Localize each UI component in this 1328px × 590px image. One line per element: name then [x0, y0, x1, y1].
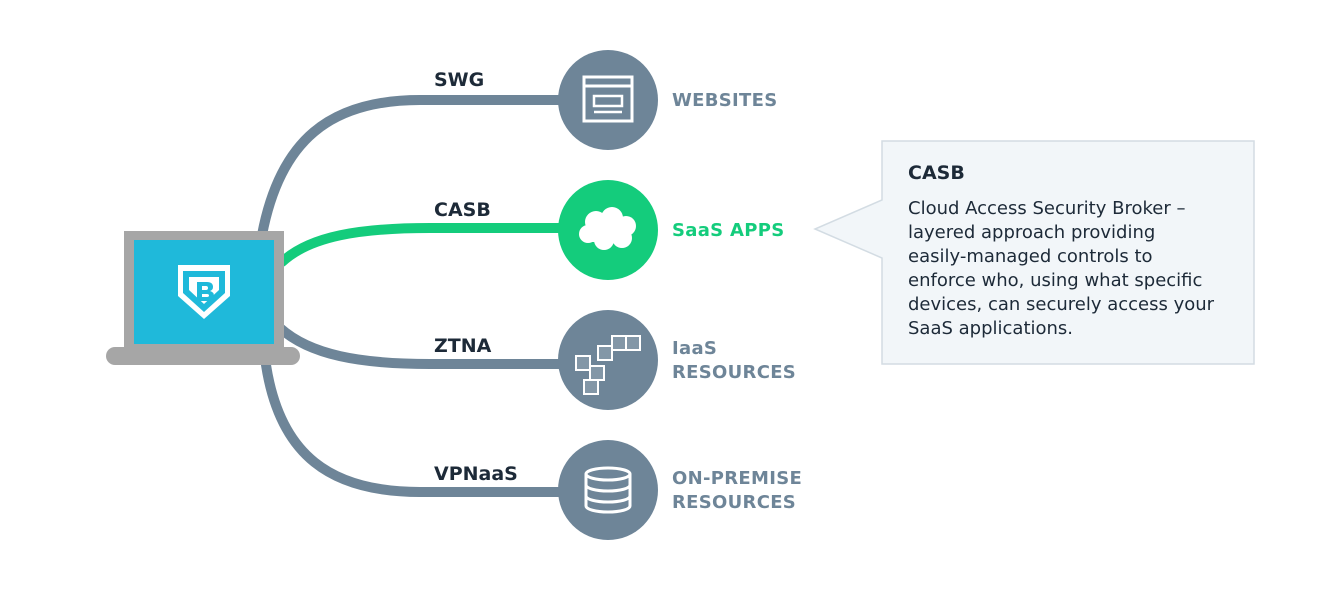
- browser-window-icon: [582, 75, 634, 123]
- callout-body-line-1: Cloud Access Security Broker –: [908, 198, 1185, 219]
- destination-label-iaas-line2: RESOURCES: [672, 362, 796, 383]
- cubes-icon: [575, 335, 641, 395]
- connector-vpnaas: [261, 360, 565, 497]
- node-saas-apps: [558, 180, 658, 280]
- connectors: [257, 95, 565, 497]
- callout-body-line-3: easily-managed controls to: [908, 246, 1153, 267]
- callout-body-line-5: devices, can securely access your: [908, 294, 1215, 315]
- callout-box: CASB Cloud Access Security Broker – laye…: [813, 140, 1255, 365]
- destination-label-iaas-line1: IaaS: [672, 338, 717, 359]
- connector-casb: [277, 223, 565, 267]
- destination-labels: WEBSITES SaaS APPS IaaS RESOURCES ON-PRE…: [672, 90, 802, 513]
- node-circle-websites: [558, 50, 658, 150]
- callout-body-line-6: SaaS applications.: [908, 318, 1073, 339]
- destination-label-websites: WEBSITES: [672, 90, 777, 111]
- shield-b-logo-icon: [178, 265, 230, 319]
- database-icon: [584, 466, 632, 514]
- callout-title: CASB: [908, 162, 965, 184]
- protocol-labels: SWG CASB ZTNA VPNaaS: [434, 69, 518, 485]
- node-websites: [558, 50, 658, 150]
- connector-swg: [257, 95, 565, 240]
- destination-label-saas-apps: SaaS APPS: [672, 220, 784, 241]
- cloud-icon: [579, 207, 636, 250]
- protocol-label-vpnaas: VPNaaS: [434, 463, 518, 485]
- laptop: [106, 231, 300, 365]
- callout-body-line-4: enforce who, using what specific: [908, 270, 1202, 291]
- destination-label-on-premise-line1: ON-PREMISE: [672, 468, 802, 489]
- protocol-label-ztna: ZTNA: [434, 335, 492, 357]
- laptop-base: [106, 347, 300, 365]
- callout-shape: [813, 140, 1255, 365]
- destination-nodes: [558, 50, 658, 540]
- node-on-premise: [558, 440, 658, 540]
- connector-ztna: [275, 323, 565, 369]
- protocol-label-casb: CASB: [434, 199, 491, 221]
- callout-body-line-2: layered approach providing: [908, 222, 1155, 243]
- destination-label-on-premise-line2: RESOURCES: [672, 492, 796, 513]
- protocol-label-swg: SWG: [434, 69, 484, 91]
- node-iaas: [558, 310, 658, 410]
